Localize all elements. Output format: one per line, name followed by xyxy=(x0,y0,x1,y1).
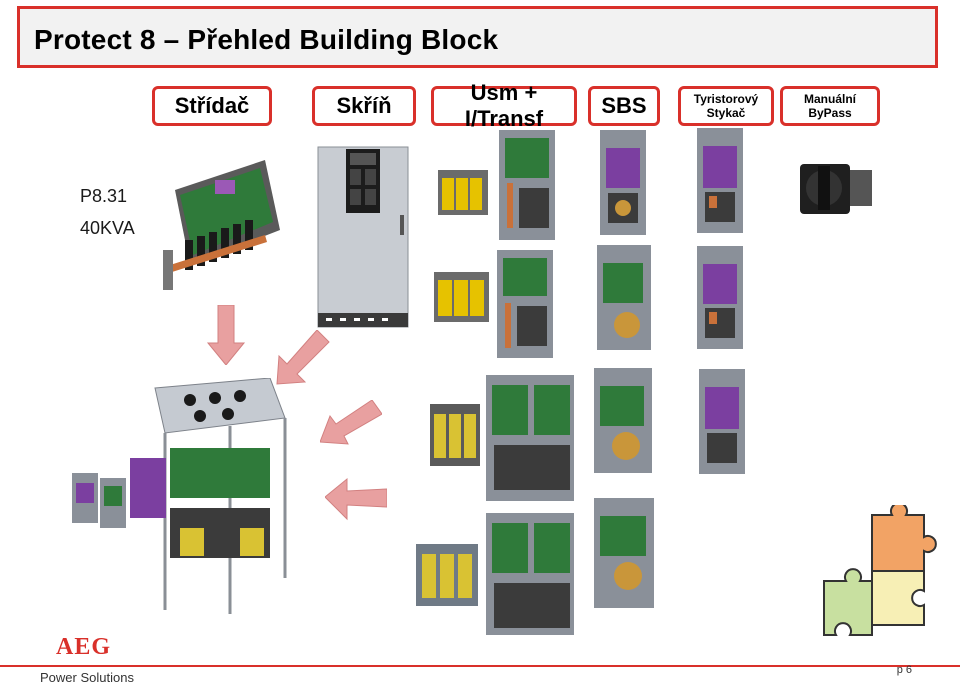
model-label-2: 40KVA xyxy=(80,218,135,238)
category-sbs[interactable]: SBS xyxy=(588,86,660,126)
category-tyristorovy-stykac[interactable]: Tyristorový Stykač xyxy=(678,86,774,126)
cabinet-image xyxy=(317,146,409,328)
arrow-down-left-icon xyxy=(276,330,330,385)
thyristor-panel-3 xyxy=(699,369,745,474)
arrow-left-icon xyxy=(325,477,387,521)
thyristor-panel-1 xyxy=(697,128,743,233)
transformer-image-4 xyxy=(416,544,478,606)
category-label: SBS xyxy=(601,93,647,118)
category-usm-transf[interactable]: Usm + I/Transf xyxy=(431,80,577,131)
category-label: Střídač xyxy=(174,93,250,118)
aeg-logo: AEG xyxy=(56,634,112,660)
sbs-panel-4 xyxy=(594,498,654,608)
category-label-line1: Tyristorový xyxy=(693,92,759,106)
transformer-image-3 xyxy=(430,404,480,466)
title-bar: Protect 8 – Přehled Building Block xyxy=(17,6,938,68)
bypass-switch-image xyxy=(800,164,872,214)
transformer-image-1 xyxy=(438,170,488,215)
sbs-panel-1 xyxy=(600,130,646,235)
footer-divider xyxy=(0,665,960,667)
rectifier-panel-2 xyxy=(497,250,553,358)
inverter-image xyxy=(163,160,280,290)
model-label-1: P8.31 xyxy=(80,186,128,206)
category-stridac[interactable]: Střídač xyxy=(152,86,272,126)
category-manualni-bypass[interactable]: Manuální ByPass xyxy=(780,86,880,126)
sbs-panel-2 xyxy=(597,245,651,350)
category-label-line2: Stykač xyxy=(706,106,746,120)
page-number: p 6 xyxy=(896,664,912,676)
transformer-image-2 xyxy=(434,272,489,322)
category-label-line1: Manuální xyxy=(803,92,856,106)
sbs-panel-3 xyxy=(594,368,652,473)
puzzle-icon xyxy=(823,505,937,636)
rectifier-panel-4 xyxy=(486,513,574,635)
arrow-down-icon xyxy=(206,305,246,365)
category-label: Skříň xyxy=(336,93,392,118)
category-label: Usm + I/Transf xyxy=(464,80,544,131)
rectifier-panel-3 xyxy=(486,375,574,501)
thyristor-panel-2 xyxy=(697,246,743,349)
rectifier-panel-1 xyxy=(499,130,555,240)
page-title: Protect 8 – Přehled Building Block xyxy=(34,24,499,55)
category-skrin[interactable]: Skříň xyxy=(312,86,416,126)
logo-subtitle: Power Solutions xyxy=(40,670,134,685)
assembled-ups-image xyxy=(72,378,287,614)
arrow-left-down-icon xyxy=(320,400,382,445)
category-label-line2: ByPass xyxy=(808,106,852,120)
